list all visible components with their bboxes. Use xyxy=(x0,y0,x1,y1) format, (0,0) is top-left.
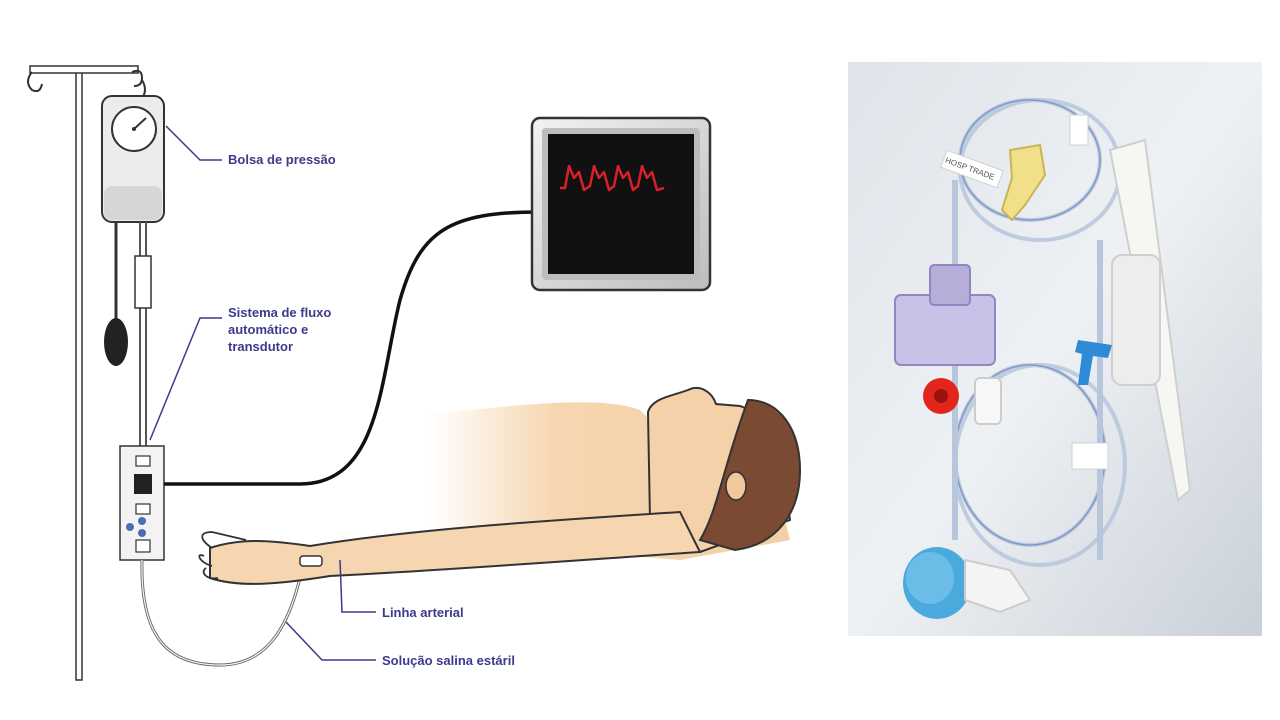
arterial-catheter xyxy=(299,555,323,567)
product-photo: HOSP TRADE xyxy=(848,62,1262,636)
pressure-waveform xyxy=(560,164,665,192)
label-flush-system-line-1: Sistema de fluxo xyxy=(228,305,332,320)
leader-lines xyxy=(149,125,376,661)
monitor xyxy=(530,116,712,292)
label-flush-system: Sistema de fluxo automático e transdutor xyxy=(228,304,331,355)
iv-pole xyxy=(27,65,144,681)
patient xyxy=(198,386,802,585)
label-saline: Solução salina estáril xyxy=(382,653,515,668)
label-arterial-line: Linha arterial xyxy=(382,605,464,620)
label-flush-system-line-3: transdutor xyxy=(228,339,293,354)
monitor-cable xyxy=(164,210,541,486)
label-flush-system-line-2: automático e xyxy=(228,322,309,337)
flush-transducer xyxy=(119,445,165,561)
pressure-bag xyxy=(101,79,165,450)
label-pressure-bag: Bolsa de pressão xyxy=(228,152,336,167)
